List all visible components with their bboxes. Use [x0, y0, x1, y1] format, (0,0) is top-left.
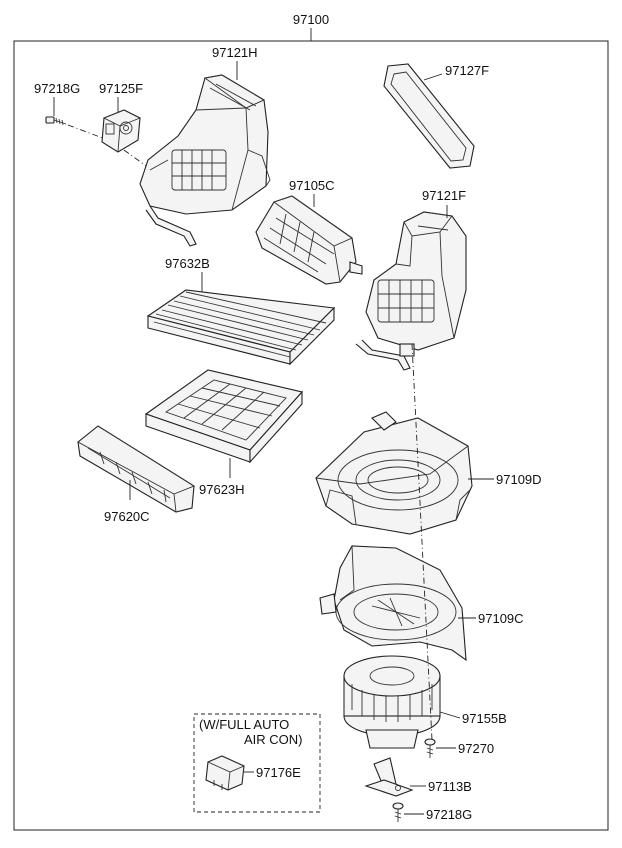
seal-drawing: [383, 63, 475, 169]
bolt-top-drawing: [45, 116, 67, 126]
alignment-line-actuator: [123, 149, 161, 177]
label-bolt-top: 97218G: [34, 81, 80, 96]
option-note-line-1: (W/FULL AUTO: [199, 717, 289, 732]
label-upper-case: 97109D: [496, 472, 542, 487]
lower-case-drawing: [319, 545, 467, 662]
label-cover-center: 97105C: [289, 178, 335, 193]
leader-blower-motor: [439, 711, 461, 719]
label-side-cover: 97620C: [104, 509, 150, 524]
label-duct-upper-right: 97121F: [422, 188, 466, 203]
duct-upper-right-drawing: [355, 211, 467, 371]
resistor-drawing: [205, 755, 246, 791]
label-bolt-bottom: 97218G: [426, 807, 472, 822]
option-box: [193, 713, 321, 813]
cover-center-drawing: [255, 195, 363, 285]
filter-drawing: [146, 289, 336, 366]
label-duct-upper-left: 97121H: [212, 45, 258, 60]
label-filter: 97632B: [165, 256, 210, 271]
blower-motor-drawing: [343, 655, 441, 749]
label-screw: 97270: [458, 741, 494, 756]
duct-upper-left-drawing: [139, 74, 271, 247]
alignment-line-bolt: [67, 124, 109, 141]
label-frame: 97623H: [199, 482, 245, 497]
actuator-drawing: [101, 109, 142, 153]
label-seal: 97127F: [445, 63, 489, 78]
label-resistor: 97176E: [256, 765, 301, 780]
label-lower-case: 97109C: [478, 611, 524, 626]
alignment-line-vertical: [411, 343, 433, 741]
leader-seal: [423, 73, 443, 81]
label-bracket: 97113B: [428, 779, 472, 794]
assembly-frame: [13, 40, 609, 831]
label-actuator: 97125F: [99, 81, 143, 96]
bracket-drawing: [364, 757, 414, 797]
option-note-line-2: AIR CON): [244, 732, 303, 747]
bolt-bottom-drawing: [392, 802, 404, 822]
assembly-number-label: 97100: [293, 12, 329, 27]
frame-drawing: [144, 369, 304, 464]
screw-drawing: [424, 738, 436, 758]
side-cover-drawing: [77, 425, 195, 513]
upper-case-drawing: [315, 411, 473, 535]
label-blower-motor: 97155B: [462, 711, 507, 726]
